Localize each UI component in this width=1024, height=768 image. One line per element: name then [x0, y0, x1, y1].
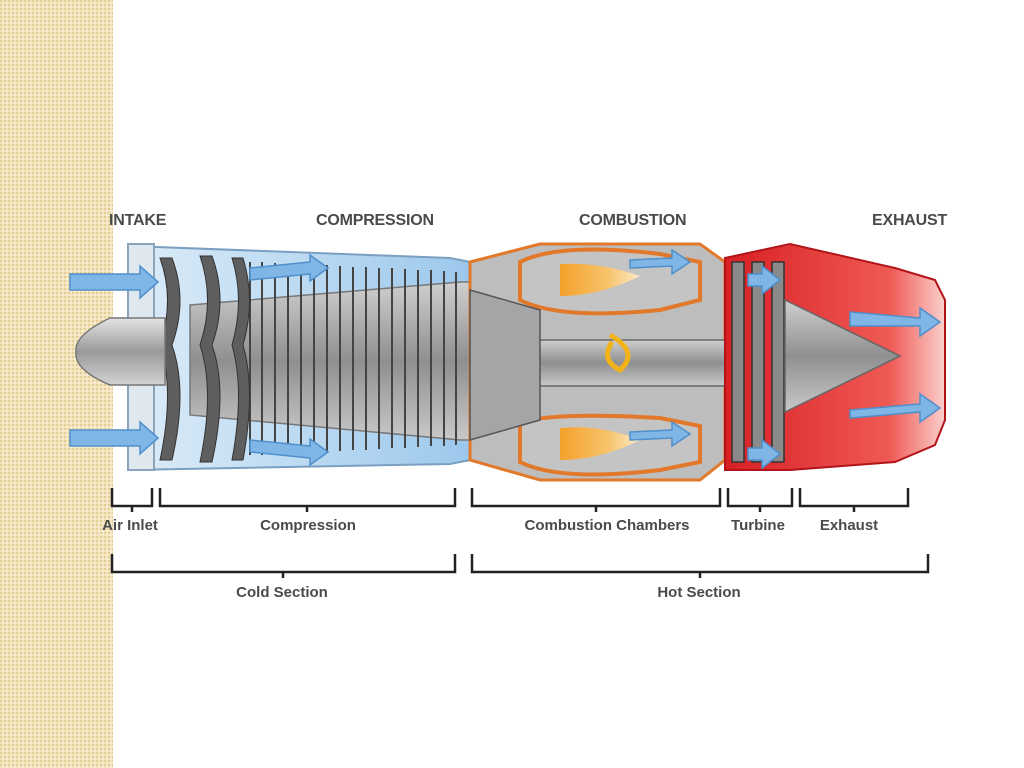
exhaust-cone: [784, 298, 902, 414]
combustion-arrow-lower: [629, 420, 692, 448]
intake-arrow-upper: [69, 264, 160, 300]
section-label-cold: Cold Section: [236, 584, 328, 601]
bracket-turbine: [726, 488, 794, 512]
bracket-hot-section: [470, 554, 930, 578]
part-label-air-inlet: Air Inlet: [102, 517, 158, 534]
shaft-support: [469, 289, 541, 441]
fan-blades: [159, 255, 250, 463]
stage-label-compression: COMPRESSION: [316, 212, 434, 229]
part-label-exhaust: Exhaust: [819, 517, 879, 534]
flame-lower: [560, 427, 640, 460]
bracket-cold-section: [110, 554, 457, 578]
combustion-arrow-upper: [629, 248, 692, 276]
exhaust-arrow-lower: [849, 392, 942, 424]
rotation-arrow: [605, 332, 631, 373]
compression-arrow-lower: [249, 437, 330, 467]
bracket-compression: [158, 488, 457, 512]
decorative-side-band: [0, 0, 113, 768]
intake-arrow-lower: [69, 420, 160, 456]
exhaust-arrow-upper: [849, 306, 942, 338]
stage-label-combustion: COMBUSTION: [579, 212, 687, 229]
section-label-hot: Hot Section: [657, 584, 741, 601]
part-label-turbine: Turbine: [731, 517, 785, 534]
section-brackets: [110, 488, 930, 578]
turbine-arrow-lower: [747, 438, 782, 470]
stage-label-exhaust: EXHAUST: [872, 212, 948, 229]
turbine-arrow-upper: [747, 264, 782, 296]
flame-upper: [560, 263, 640, 296]
compressor-blades: [249, 262, 457, 455]
bracket-exhaust: [798, 488, 910, 512]
compression-arrow-upper: [249, 253, 330, 283]
compressor-drum: [189, 281, 471, 441]
bracket-combustion-chambers: [470, 488, 722, 512]
stage-label-intake: INTAKE: [109, 212, 167, 229]
turbine-stages: [731, 261, 785, 463]
part-label-compression: Compression: [260, 517, 356, 534]
bracket-air-inlet: [110, 488, 154, 512]
airflow-arrows: [69, 248, 942, 470]
nose-cone: [75, 317, 166, 386]
part-label-combustion-chambers: Combustion Chambers: [524, 517, 690, 534]
